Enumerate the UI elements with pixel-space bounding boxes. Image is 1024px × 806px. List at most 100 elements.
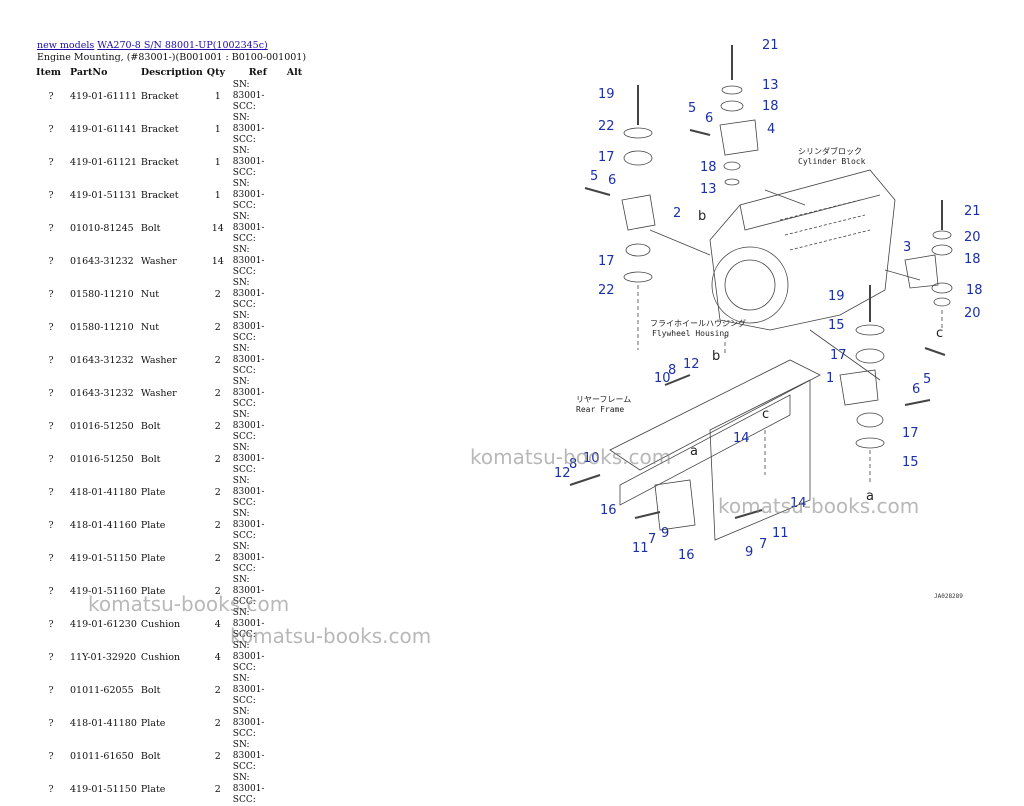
ref-cell: SN: 83001-SCC: <box>232 608 265 640</box>
partno-cell: 418-01-41180 <box>70 487 137 498</box>
qty-cell: 1 <box>214 157 221 168</box>
arrow-c-mid: c <box>762 407 769 422</box>
description-cell: Plate <box>140 784 166 795</box>
ref-cell: SN: 83001-SCC: <box>232 278 265 310</box>
description-cell: Bolt <box>140 223 161 234</box>
callout-2: 2 <box>673 206 681 221</box>
qty-cell: 1 <box>214 124 221 135</box>
qty-cell: 2 <box>214 388 221 399</box>
callout-18-c: 18 <box>964 252 981 267</box>
item-cell: ? <box>48 487 54 498</box>
callout-22-b: 22 <box>598 283 615 298</box>
callout-13: 13 <box>762 78 779 93</box>
bracket-1-shape <box>839 369 879 406</box>
partno-cell: 01016-51250 <box>70 421 134 432</box>
cylinder-block-en-label: Cylinder Block <box>798 157 866 166</box>
alt-cell <box>285 212 309 245</box>
callout-15-b: 15 <box>902 455 919 470</box>
callout-20: 20 <box>964 230 981 245</box>
ref-cell: SN: 83001-SCC: <box>232 377 265 409</box>
cushion-17-bottom <box>625 243 651 257</box>
horizontal-bolts <box>569 129 946 519</box>
item-cell: ? <box>48 718 54 729</box>
callout-10-b: 10 <box>583 451 600 466</box>
parts-table: Item PartNo Description Qty Ref Alt ?419… <box>34 64 309 806</box>
item-cell: ? <box>48 124 54 135</box>
partno-cell: 419-01-61141 <box>70 124 137 135</box>
breadcrumb-link-model[interactable]: WA270-8 S/N 88001-UP(1002345c) <box>97 40 268 51</box>
description-cell: Bolt <box>140 421 161 432</box>
ref-cell: SN: 83001-SCC: <box>232 344 265 376</box>
bracket-2-shape <box>621 194 656 231</box>
callout-18-b: 18 <box>700 160 717 175</box>
description-cell: Plate <box>140 487 166 498</box>
item-cell: ? <box>48 190 54 201</box>
qty-cell: 2 <box>214 784 221 795</box>
header-partno: PartNo <box>70 66 108 78</box>
callout-14-b: 14 <box>790 496 807 511</box>
description-cell: Cushion <box>140 619 181 630</box>
alt-cell <box>285 179 309 212</box>
rear-frame-en-label: Rear Frame <box>576 405 624 414</box>
item-cell: ? <box>48 157 54 168</box>
callout-4: 4 <box>767 122 775 137</box>
ref-cell: SN: 83001-SCC: <box>232 773 265 805</box>
callout-9-b: 9 <box>745 545 753 560</box>
drawing-code: JA028289 <box>934 593 963 600</box>
alt-cell <box>285 410 309 443</box>
partno-cell: 419-01-51150 <box>70 553 137 564</box>
callout-8: 8 <box>668 363 676 378</box>
description-cell: Washer <box>140 388 177 399</box>
alt-cell <box>285 344 309 377</box>
ref-cell: SN: 83001-SCC: <box>232 641 265 673</box>
qty-cell: 2 <box>214 718 221 729</box>
callout-20-b: 20 <box>964 306 981 321</box>
leader-lines <box>649 189 921 381</box>
arrow-a-left: a <box>690 444 698 459</box>
callout-labels: 21 13 18 4 5 6 19 22 17 18 13 5 6 2 17 2… <box>554 38 983 563</box>
description-cell: Plate <box>140 520 166 531</box>
item-cell: ? <box>48 91 54 102</box>
ref-cell: SN: 83001-SCC: <box>232 212 265 244</box>
description-cell: Cushion <box>140 652 181 663</box>
callout-6-c: 6 <box>912 382 920 397</box>
plate-9-shape <box>654 479 696 531</box>
partno-cell: 419-01-61230 <box>70 619 137 630</box>
qty-cell: 2 <box>214 586 221 597</box>
cushion-18-lower <box>723 161 741 171</box>
flywheel-inner-shape <box>724 259 776 311</box>
partno-cell: 11Y-01-32920 <box>70 652 137 663</box>
washer-13-top <box>721 85 743 95</box>
ref-cell: SN: 83001-SCC: <box>232 80 265 112</box>
alt-cell <box>285 113 309 146</box>
ref-cell: SN: 83001-SCC: <box>232 476 265 508</box>
ref-cell: SN: 83001-SCC: <box>232 575 265 607</box>
flywheel-housing-shape <box>711 246 789 324</box>
callout-9: 9 <box>661 526 669 541</box>
flywheel-en-label: Flywheel Housing <box>652 329 729 338</box>
callout-16-b: 16 <box>678 548 695 563</box>
qty-cell: 2 <box>214 553 221 564</box>
alt-cell <box>285 674 309 707</box>
item-cell: ? <box>48 520 54 531</box>
ref-cell: SN: 83001-SCC: <box>232 443 265 475</box>
washer-15-upper <box>855 324 885 336</box>
alt-cell <box>285 311 309 344</box>
partno-cell: 418-01-41180 <box>70 718 137 729</box>
ref-cell: SN: 83001-SCC: <box>232 245 265 277</box>
description-cell: Plate <box>140 553 166 564</box>
callout-6-b: 6 <box>608 173 616 188</box>
qty-cell: 4 <box>214 652 221 663</box>
engine-mounting-diagram: 21 13 18 4 5 6 19 22 17 18 13 5 6 2 17 2… <box>554 38 983 600</box>
breadcrumb-link-new-models[interactable]: new models <box>37 40 95 51</box>
callout-18-d: 18 <box>966 283 983 298</box>
partno-cell: 419-01-51150 <box>70 784 137 795</box>
qty-cell: 2 <box>214 322 221 333</box>
